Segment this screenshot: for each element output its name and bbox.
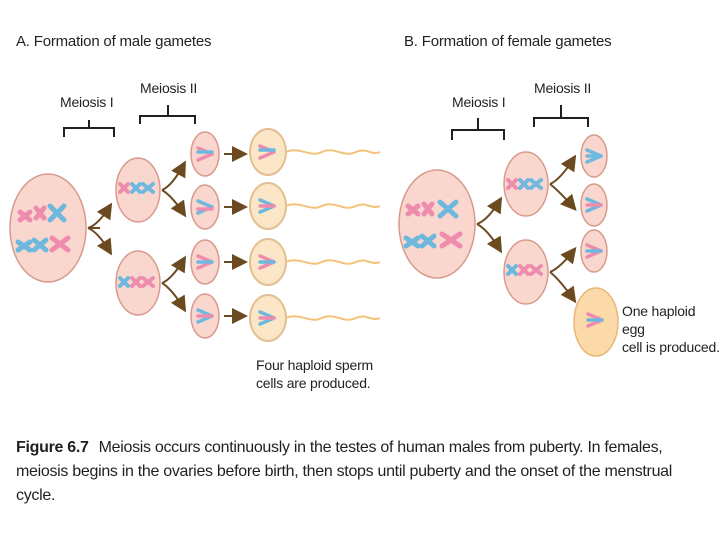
haploid-cell-a-2 (190, 184, 220, 230)
panel-a-result-line1: Four haploid sperm (256, 357, 374, 373)
meiosis1-cell-b-bottom (503, 239, 549, 305)
panel-b-meiosis1-label: Meiosis I (452, 94, 506, 110)
panel-a-result-line2: cells are produced. (256, 375, 371, 391)
meiosis1-bracket-b (451, 118, 505, 140)
panel-b-meiosis2-label: Meiosis II (534, 80, 592, 96)
polar-body-1 (580, 134, 608, 178)
haploid-cell-a-3 (190, 239, 220, 285)
sperm-cell-1 (249, 128, 381, 176)
panel-a-meiosis1-label: Meiosis I (60, 94, 114, 110)
chromosome-group (15, 203, 71, 253)
panel-a-result-note: Four haploid sperm cells are produced. (256, 356, 373, 392)
panel-b-result-line1: One haploid egg (622, 303, 696, 337)
haploid-cell-a-1 (190, 131, 220, 177)
meiosis1-cell-b-top (503, 151, 549, 217)
parent-cell-b (398, 169, 476, 279)
meiosis1-bracket-a (63, 120, 115, 137)
meiosis2-bracket-b (533, 105, 589, 127)
sperm-cell-3 (249, 238, 381, 286)
meiosis1-cell-a-top (115, 157, 161, 223)
meiosis1-cell-a-bottom (115, 250, 161, 316)
sperm-cell-2 (249, 182, 381, 230)
meiosis2-bracket-a (139, 105, 196, 124)
egg-cell (573, 287, 619, 357)
panel-a-title: A. Formation of male gametes (16, 33, 212, 50)
figure-number: Figure 6.7 (16, 439, 89, 456)
parent-cell-a (9, 173, 87, 283)
polar-body-3 (580, 229, 608, 273)
figure-caption-text: Meiosis occurs continuously in the teste… (16, 439, 673, 504)
panel-b-title: B. Formation of female gametes (404, 33, 612, 50)
sperm-cell-4 (249, 294, 381, 342)
polar-body-2 (580, 183, 608, 227)
panel-b-result-note: One haploid egg cell is produced. (622, 302, 720, 356)
panel-a-meiosis2-label: Meiosis II (140, 80, 198, 96)
haploid-cell-a-4 (190, 293, 220, 339)
panel-b-result-line2: cell is produced. (622, 339, 720, 355)
